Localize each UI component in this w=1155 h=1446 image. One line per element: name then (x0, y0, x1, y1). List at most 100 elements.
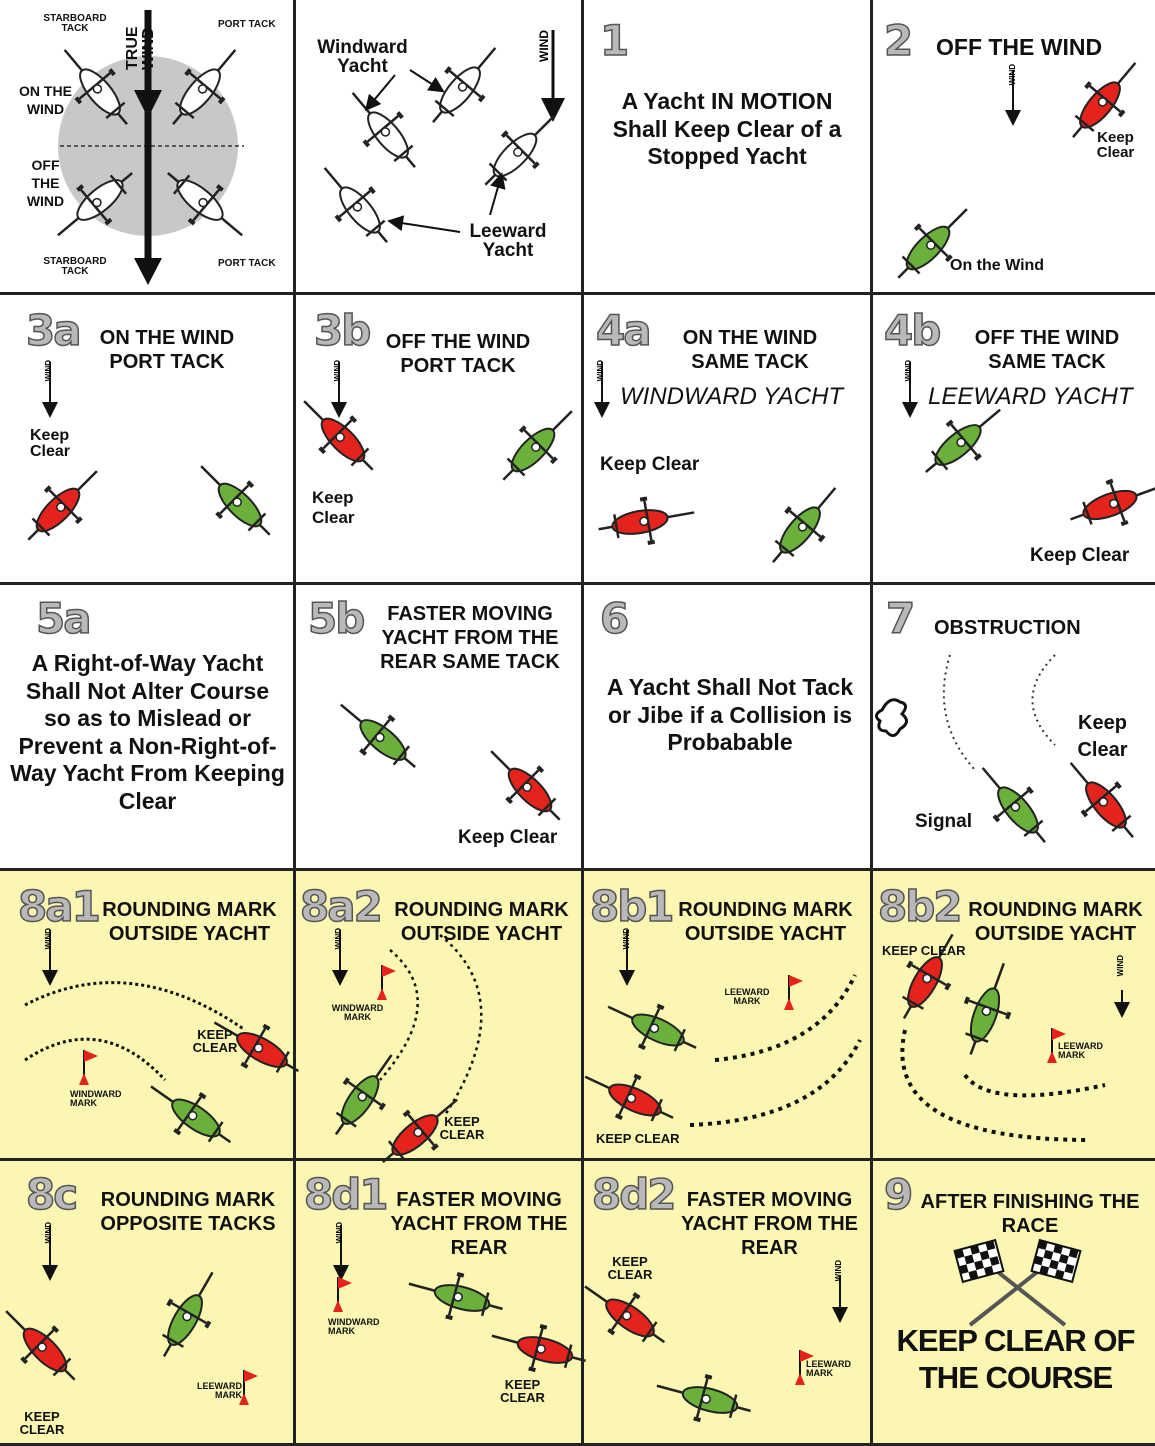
true-wind-label: TRUE WIND (125, 10, 151, 70)
signal-label: Signal (915, 812, 972, 831)
keep-clear-label: Keep Clear (1093, 130, 1138, 160)
rule-number: 2 (884, 20, 911, 62)
keep-clear-label: KEEP CLEAR (600, 1255, 660, 1281)
wind-label: WIND (333, 360, 342, 381)
red-yacht-icon (572, 1268, 677, 1360)
wind-label: WIND (596, 360, 605, 381)
red-yacht-icon (1054, 749, 1150, 852)
yacht-icon (336, 79, 432, 182)
wind-label: WIND (537, 30, 551, 62)
green-yacht-icon (756, 474, 852, 577)
green-yacht-icon (145, 1261, 232, 1367)
wind-label: WIND (335, 1222, 344, 1243)
keep-clear-label: Keep Clear (1030, 546, 1129, 565)
red-yacht-icon (0, 1296, 90, 1396)
green-yacht-icon (138, 1068, 243, 1160)
red-yacht-icon (1063, 466, 1155, 541)
rule-number: 8a2 (300, 886, 381, 928)
leeward-yacht-label: Leeward Yacht (458, 222, 558, 260)
mark-label: LEEWARD MARK (1058, 1042, 1128, 1060)
rule-number: 8d2 (592, 1174, 675, 1216)
rule-number: 8a1 (18, 886, 99, 928)
keep-clear-label: Keep Clear (30, 428, 85, 460)
rule-number: 8b1 (590, 886, 673, 928)
rule-number: 4b (884, 310, 939, 352)
rule-heading: AFTER FINISHING THE RACE (910, 1190, 1150, 1238)
yacht-icon (470, 101, 570, 201)
wind-label: WIND (44, 1222, 53, 1243)
keep-clear-label: Keep Clear (458, 828, 557, 847)
wind-label: WIND (1008, 64, 1017, 85)
green-yacht-icon (318, 1042, 410, 1147)
mark-flag-icon (333, 1277, 352, 1312)
rule-number: 6 (600, 598, 627, 640)
yacht-icon (308, 154, 404, 257)
rule-number: 1 (600, 20, 627, 62)
rule-heading: OBSTRUCTION (934, 618, 1081, 638)
keep-clear-label: KEEP CLEAR (12, 1410, 72, 1436)
wind-label: WIND (334, 928, 343, 949)
yacht-icon (416, 34, 512, 137)
rule-number: 4a (596, 310, 650, 352)
mark-flag-icon (377, 965, 396, 1000)
rule-number: 3a (26, 310, 80, 352)
rule-text: A Right-of-Way Yacht Shall Not Alter Cou… (10, 650, 285, 816)
keep-clear-label: KEEP CLEAR (490, 1378, 555, 1404)
off-the-wind-label: OFF THE WIND (18, 156, 73, 211)
green-yacht-icon (599, 987, 706, 1068)
rule-heading: FASTER MOVING YACHT FROM THE REAR SAME T… (370, 602, 570, 674)
checkered-flags-icon (955, 1240, 1081, 1325)
rule-heading: OFF THE WIND (936, 36, 1102, 59)
green-yacht-icon (186, 451, 286, 551)
rule-number: 8c (26, 1174, 76, 1216)
green-yacht-icon (950, 956, 1025, 1062)
mark-flag-icon (79, 1050, 98, 1085)
rule-number: 7 (886, 598, 913, 640)
rule-heading: FASTER MOVING YACHT FROM THE REAR (384, 1188, 574, 1260)
rule-number: 9 (884, 1174, 911, 1216)
wind-label: WIND (44, 360, 53, 381)
mark-label: LEEWARD MARK (806, 1360, 876, 1378)
wind-label: WIND (622, 928, 631, 949)
green-yacht-icon (488, 396, 588, 496)
rule-heading: OFF THE WIND SAME TACK (962, 326, 1132, 374)
red-yacht-icon (476, 736, 576, 836)
keep-clear-label: KEEP CLEAR (432, 1115, 492, 1141)
wind-label: WIND (834, 1260, 843, 1281)
red-yacht-icon (595, 491, 698, 551)
port-tack-label: PORT TACK (218, 259, 276, 269)
green-yacht-icon (966, 754, 1062, 857)
on-the-wind-label: On the Wind (950, 258, 1044, 274)
rule-heading: ROUNDING MARK OUTSIDE YACHT (668, 898, 863, 946)
keep-clear-label: KEEP CLEAR (596, 1132, 680, 1145)
wind-label: WIND (1116, 955, 1125, 976)
keep-clear-label: Keep Clear (312, 488, 367, 529)
on-the-wind-label: ON THE WIND (18, 82, 73, 118)
mark-label: WINDWARD MARK (320, 1004, 395, 1022)
green-yacht-icon (327, 688, 430, 784)
rule-number: 8b2 (878, 886, 961, 928)
rule-heading: ROUNDING MARK OUTSIDE YACHT (958, 898, 1153, 946)
rule-text: A Yacht Shall Not Tack or Jibe if a Coll… (595, 674, 865, 757)
rule-number: 8d1 (304, 1174, 387, 1216)
starboard-tack-label: STARBOARD TACK (40, 257, 110, 277)
keep-clear-label: KEEP CLEAR (185, 1028, 245, 1054)
green-yacht-icon (883, 194, 983, 294)
red-yacht-icon (486, 1315, 591, 1383)
wind-label: WIND (44, 928, 53, 949)
keep-clear-label: Keep Clear (600, 455, 699, 474)
rule-number: 5b (308, 598, 363, 640)
mark-flag-icon (784, 975, 803, 1010)
green-yacht-icon (403, 1263, 508, 1331)
rule-heading: ON THE WIND SAME TACK (670, 326, 830, 374)
rule-heading: ROUNDING MARK OUTSIDE YACHT (92, 898, 287, 946)
red-yacht-icon (13, 456, 113, 556)
port-tack-label: PORT TACK (218, 20, 276, 30)
mark-label: WINDWARD MARK (70, 1090, 150, 1108)
rule-heading: ON THE WIND PORT TACK (92, 326, 242, 374)
rule-heading: ROUNDING MARK OUTSIDE YACHT (384, 898, 579, 946)
rule-heading: OFF THE WIND PORT TACK (378, 330, 538, 378)
wind-label: WIND (904, 360, 913, 381)
rule-number: 3b (314, 310, 369, 352)
